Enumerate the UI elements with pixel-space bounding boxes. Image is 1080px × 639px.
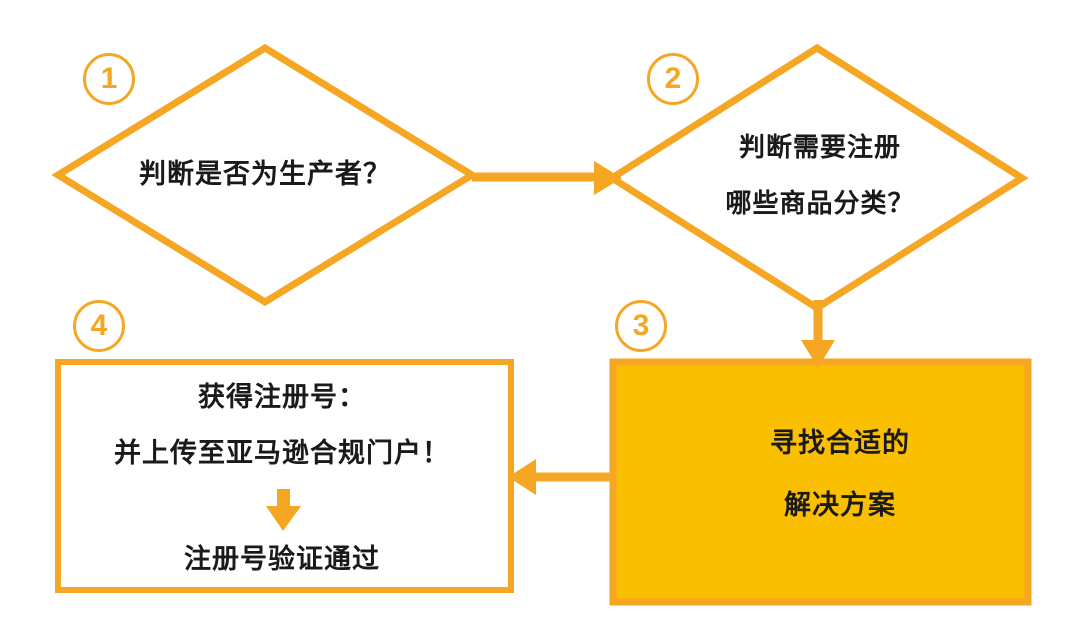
connector-step2-to-step3 xyxy=(801,300,835,368)
step-badge-3[interactable]: 3 xyxy=(615,300,667,352)
connector-step3-to-step4 xyxy=(508,459,613,495)
node-step4-box[interactable] xyxy=(55,359,514,593)
step-badge-1[interactable]: 1 xyxy=(83,53,135,105)
inner-down-arrow-icon xyxy=(266,489,301,531)
connector-step1-to-step2 xyxy=(472,161,622,195)
node-step3-box[interactable] xyxy=(609,358,1032,606)
node-step1-diamond[interactable] xyxy=(51,43,479,307)
step-badge-2[interactable]: 2 xyxy=(647,53,699,105)
step-badge-4[interactable]: 4 xyxy=(73,300,125,352)
